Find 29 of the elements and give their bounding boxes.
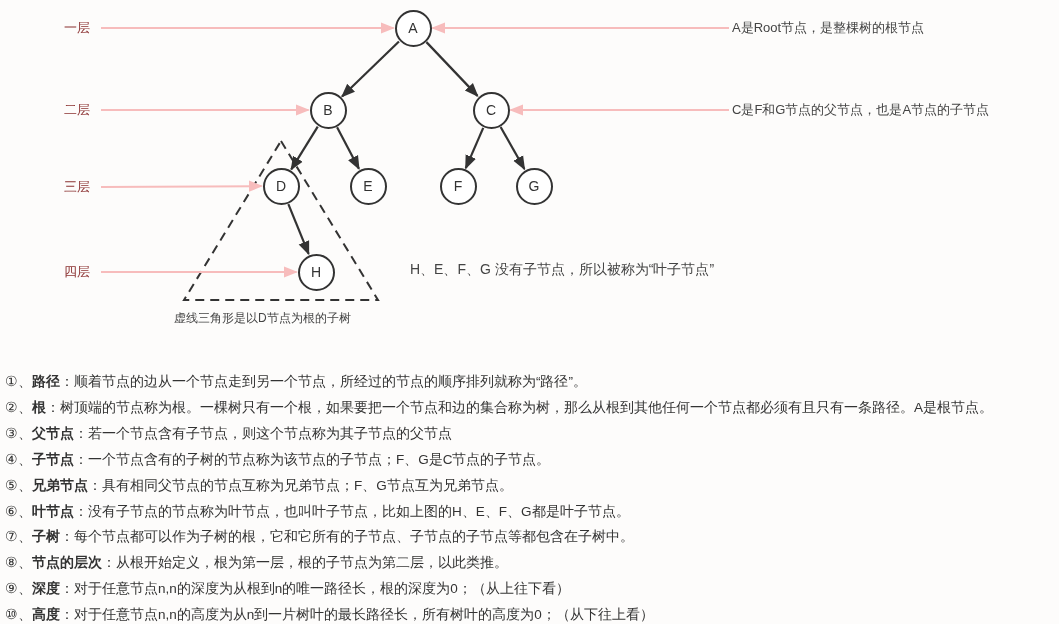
definition-text: ③、父节点：若一个节点含有子节点，则这个节点称为其子节点的父节点	[5, 424, 453, 443]
definition-text: ⑦、子树：每个节点都可以作为子树的根，它和它所有的子节点、子节点的子节点等都包含在子树中。	[5, 528, 635, 547]
arrow	[425, 41, 479, 97]
level-label: 二层	[64, 100, 90, 120]
definition-text: ①、路径：顺着节点的边从一个节点走到另一个节点，所经过的节点的顺序排列就称为“路径”。	[5, 373, 588, 391]
annotation-text: C是F和G节点的父节点，也是A节点的子节点	[732, 100, 990, 120]
arrow	[100, 266, 298, 278]
level-label: 四层	[64, 262, 90, 282]
definition-text: ⑥、叶节点：没有子节点的节点称为叶节点，也叫叶子节点，比如上图的H、E、F、G都是叶子节点。	[5, 502, 631, 521]
level-label: 一层	[64, 18, 90, 38]
definition-text: ②、根：树顶端的节点称为根。一棵树只有一个根，如果要把一个节点和边的集合称为树，那么从根到其他任何一个节点都必须有且只有一条路径。A是根节点。	[5, 398, 993, 417]
definition-text: ④、子节点：一个节点含有的子树的节点称为该节点的子节点；F、G是C节点的子节点。	[5, 450, 552, 469]
arrow	[287, 203, 310, 256]
leaf-note: H、E、F、G 没有子节点，所以被称为“叶子节点”	[410, 260, 715, 279]
arrow	[100, 104, 310, 116]
definition-text: ⑩、高度：对于任意节点n,n的高度为从n到一片树叶的最长路径长，所有树叶的高度为0；（从下往上看）	[5, 606, 655, 624]
arrow	[464, 127, 485, 170]
arrow	[509, 104, 730, 116]
arrow	[336, 126, 360, 170]
definition-text: ⑨、深度：对于任意节点n,n的深度为从根到n的唯一路径长，根的深度为0；（从上往下看）	[5, 580, 571, 599]
arrow	[431, 22, 730, 34]
arrow	[100, 22, 395, 34]
definition-text: ⑤、兄弟节点：具有相同父节点的节点互称为兄弟节点；F、G节点互为兄弟节点。	[5, 476, 514, 495]
arrow	[341, 40, 400, 98]
triangle-caption: 虚线三角形是以D节点为根的子树	[174, 310, 351, 327]
definition-text: ⑧、节点的层次：从根开始定义，根为第一层，根的子节点为第二层，以此类推。	[5, 554, 509, 573]
annotation-text: A是Root节点，是整棵树的根节点	[732, 18, 925, 38]
arrow	[100, 180, 263, 192]
level-label: 三层	[64, 177, 90, 197]
